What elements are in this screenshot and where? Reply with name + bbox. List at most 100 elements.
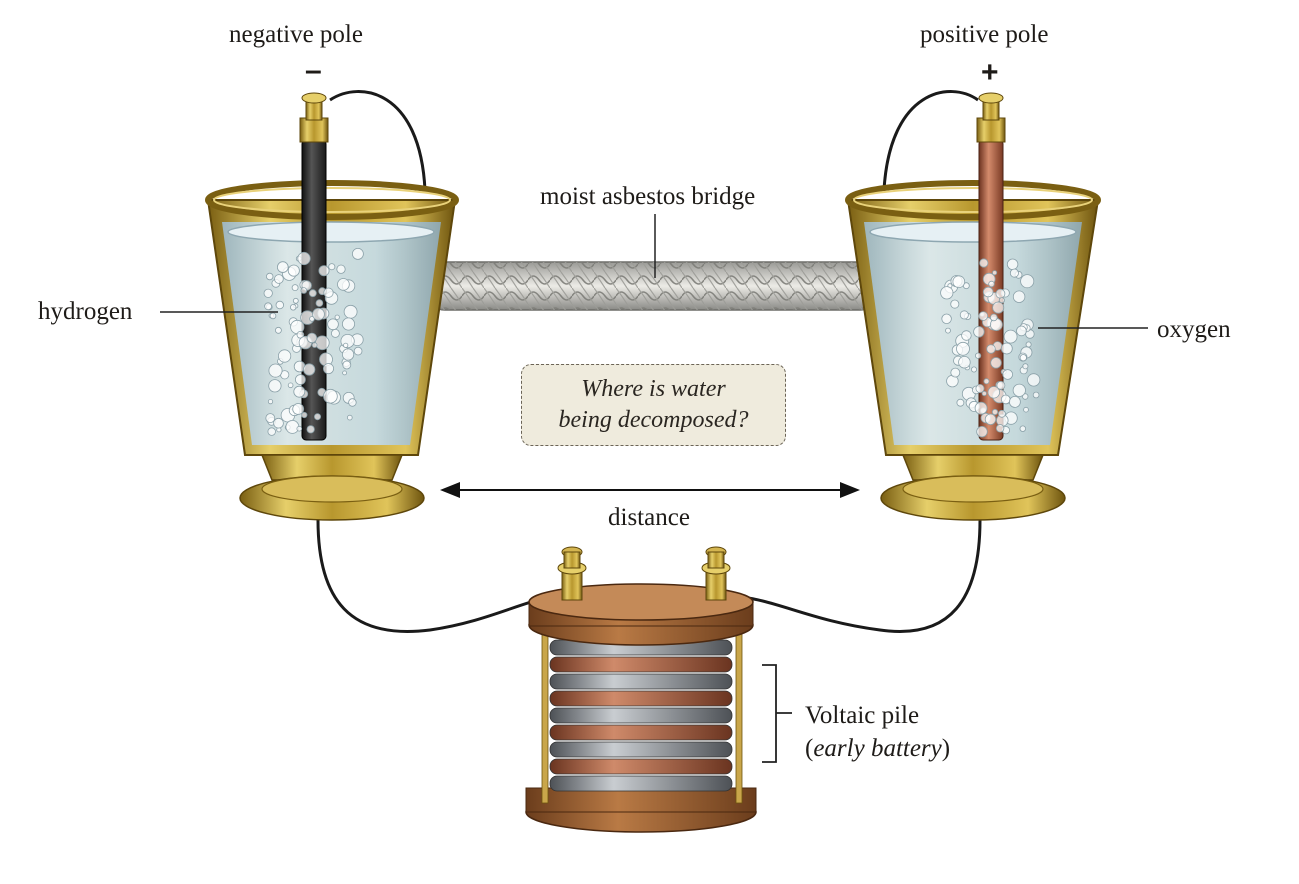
gas-bubble [275, 300, 284, 310]
gas-bubble [956, 398, 965, 407]
gas-bubble [287, 264, 300, 277]
gas-bubble [276, 261, 289, 273]
gas-bubble [318, 265, 330, 277]
gas-bubble [1009, 395, 1021, 408]
gas-bubble [995, 424, 1005, 433]
gas-bubble [348, 398, 357, 407]
question-line-2: being decomposed? [558, 407, 749, 433]
gas-bubble [990, 357, 1002, 369]
gas-bubble [341, 317, 355, 331]
gas-bubble [1002, 369, 1013, 380]
gas-bubble [984, 413, 997, 426]
wire-positive-top [882, 90, 979, 191]
gas-bubble [1016, 325, 1027, 337]
gas-bubble [311, 342, 318, 348]
pile-note: (early battery) [805, 736, 950, 761]
gas-bubble [314, 335, 330, 351]
gas-bubble [273, 417, 284, 429]
gas-bubble [959, 310, 969, 320]
question-callout: Where is water being decomposed? [521, 364, 786, 446]
gas-bubble [974, 352, 982, 359]
gas-bubble [1009, 268, 1019, 278]
gas-bubble [983, 378, 990, 385]
gas-bubble [267, 398, 274, 405]
oxygen-bubbles [940, 258, 1041, 438]
gas-bubble [353, 346, 363, 356]
gas-bubble [285, 419, 300, 434]
gas-bubble [294, 374, 306, 386]
gas-bubble [1000, 394, 1011, 405]
wire-positive-bottom [717, 519, 982, 633]
gas-bubble [976, 426, 988, 438]
distance-arrow [440, 482, 860, 498]
gas-bubble [343, 342, 349, 348]
gas-bubble [1022, 363, 1029, 370]
gas-bubble [266, 272, 274, 281]
wire-negative-top [329, 90, 427, 191]
gas-bubble [351, 247, 364, 260]
gas-bubble [1012, 290, 1026, 303]
gas-bubble [1023, 406, 1029, 413]
pile-bracket [762, 664, 792, 763]
gas-bubble [974, 401, 988, 415]
gas-bubble [306, 332, 318, 344]
gas-bubble [296, 425, 303, 432]
gas-bubble [1012, 383, 1026, 397]
gas-bubble [315, 299, 324, 307]
gas-bubble [265, 413, 276, 424]
gas-bubble [958, 356, 971, 369]
gas-bubble [277, 349, 292, 363]
pile-note-open: ( [805, 735, 814, 762]
gas-bubble [992, 301, 1005, 314]
gas-bubble [950, 299, 960, 309]
gas-bubble [1025, 341, 1032, 348]
gas-bubble [292, 297, 299, 304]
asbestos-bridge [424, 261, 881, 311]
gas-bubble [992, 270, 998, 276]
pile-terminal-right [701, 546, 731, 601]
gas-bubble [971, 366, 978, 373]
gas-bubble [973, 326, 985, 338]
copper-disc [549, 690, 733, 707]
positive-pole-label: positive pole [920, 21, 1049, 48]
gas-bubble [341, 348, 355, 361]
gas-bubble [981, 390, 987, 397]
hydrogen-bubbles [263, 247, 364, 436]
gas-bubble [290, 304, 297, 311]
zinc-disc [549, 673, 733, 690]
gas-bubble [328, 263, 336, 271]
gas-bubble [1020, 274, 1035, 289]
gas-bubble [306, 425, 315, 434]
gas-bubble [979, 258, 989, 268]
gas-bubble [287, 382, 294, 389]
gas-bubble [323, 388, 338, 404]
bridge-label: moist asbestos bridge [540, 183, 756, 210]
gas-bubble [313, 413, 321, 421]
gas-bubble [1019, 425, 1026, 432]
gas-bubble [303, 363, 316, 376]
pile-note-text: early battery [813, 735, 942, 762]
gas-bubble [291, 284, 299, 292]
gas-bubble [334, 314, 340, 320]
gas-bubble [346, 414, 353, 421]
gas-bubble [950, 367, 961, 378]
negative-pole-label: negative pole [229, 21, 363, 48]
gas-bubble [327, 318, 339, 331]
gas-bubble [989, 313, 998, 322]
gas-bubble [264, 302, 273, 311]
gas-bubble [263, 288, 273, 298]
gas-bubble [1006, 258, 1019, 271]
gas-bubble [308, 289, 317, 298]
gas-bubble [293, 385, 306, 398]
distance-label: distance [608, 504, 690, 531]
gas-bubble [986, 344, 996, 354]
negative-symbol: – [305, 54, 322, 87]
gas-bubble [337, 278, 350, 291]
gas-bubble [330, 328, 340, 338]
voltaic-pile [525, 546, 757, 833]
gas-bubble [988, 280, 995, 288]
gas-bubble [322, 363, 334, 375]
gas-bubble [991, 408, 999, 416]
pile-note-close: ) [941, 735, 951, 762]
copper-disc [549, 724, 733, 741]
